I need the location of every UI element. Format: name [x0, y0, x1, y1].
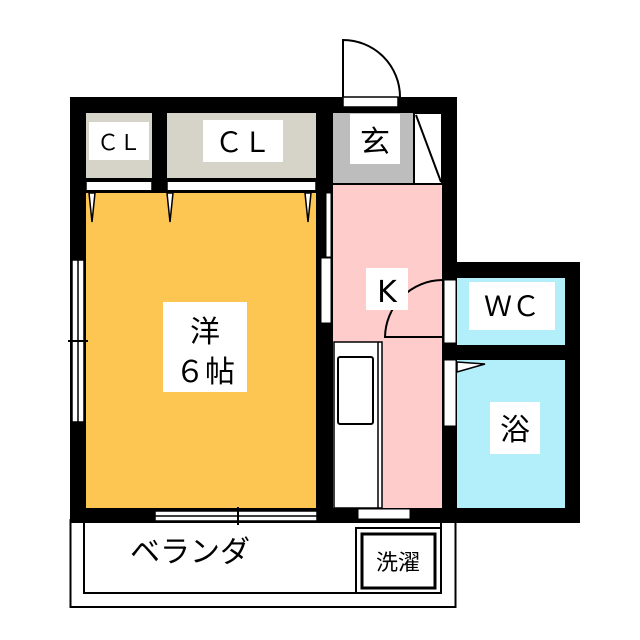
washer-space [355, 527, 442, 594]
balcony-window[interactable] [154, 507, 318, 525]
entrance-door[interactable] [342, 38, 401, 108]
bath-label: 浴 [500, 413, 530, 448]
entrance-label: 玄 [360, 125, 390, 160]
washer-label: 洗濯 [376, 551, 420, 576]
balcony-label: ベランダ [130, 535, 250, 570]
closet-large-label: ＣＬ [215, 126, 271, 159]
sink [337, 356, 374, 425]
kitchen-bottom-opening [357, 508, 411, 520]
bath-door[interactable] [443, 359, 486, 427]
kitchen-counter [333, 341, 383, 509]
toilet-label: ＷＣ [484, 290, 540, 323]
closet-door-large[interactable] [166, 180, 317, 192]
western-room-label-type: 洋 [190, 315, 220, 350]
closet-door-small[interactable] [85, 180, 153, 192]
shoe-cabinet [413, 112, 443, 185]
western-room-label-size: ６帖 [175, 355, 235, 390]
closet-door-markers [88, 192, 312, 223]
left-window[interactable] [68, 259, 88, 423]
closet-small-label: ＣＬ [97, 131, 141, 156]
kitchen-label: K [377, 275, 398, 310]
sliding-door-western-kitchen[interactable] [320, 192, 332, 324]
